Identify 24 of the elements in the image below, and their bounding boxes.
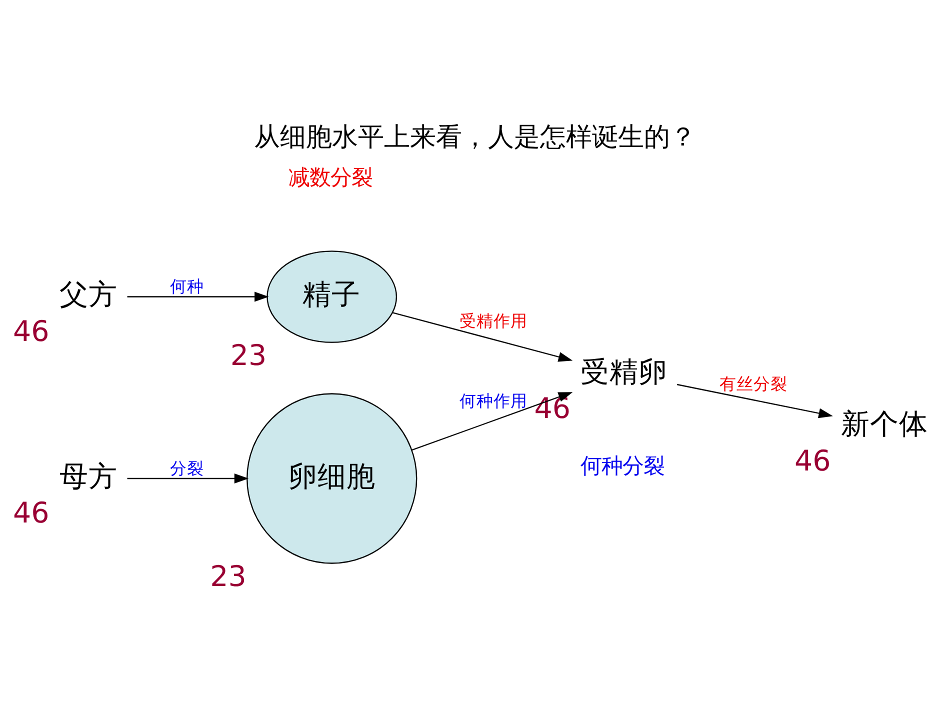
node-label: 23 [230, 338, 267, 372]
node-text: 父方 [59, 278, 118, 311]
arrow [127, 473, 249, 484]
label: 何种分裂 [580, 454, 665, 479]
arrow [412, 392, 573, 450]
node-label: 46 [12, 496, 50, 530]
arrow [127, 291, 269, 302]
node-label: 46 [794, 444, 831, 477]
node-text: 新个体 [840, 407, 928, 440]
edge-label: 何种作用 [459, 390, 528, 410]
node-label: 23 [210, 560, 246, 593]
diagram-title: 从细胞水平上来看，人是怎样诞生的？ [254, 122, 696, 152]
label: 减数分裂 [288, 164, 372, 190]
edge-label: 何种 [170, 276, 204, 296]
edge-label: 受精作用 [459, 311, 528, 330]
node-ellipse: 精子 [266, 250, 398, 342]
node-text: 受精卵 [580, 354, 668, 388]
edge-label: 分裂 [170, 458, 204, 478]
node-text: 母方 [59, 459, 118, 492]
node-label: 46 [12, 314, 50, 348]
node-circle: 卵细胞 [246, 392, 418, 564]
arrow [392, 312, 573, 362]
edge-label: 有丝分裂 [720, 374, 788, 394]
arrow [676, 383, 833, 418]
